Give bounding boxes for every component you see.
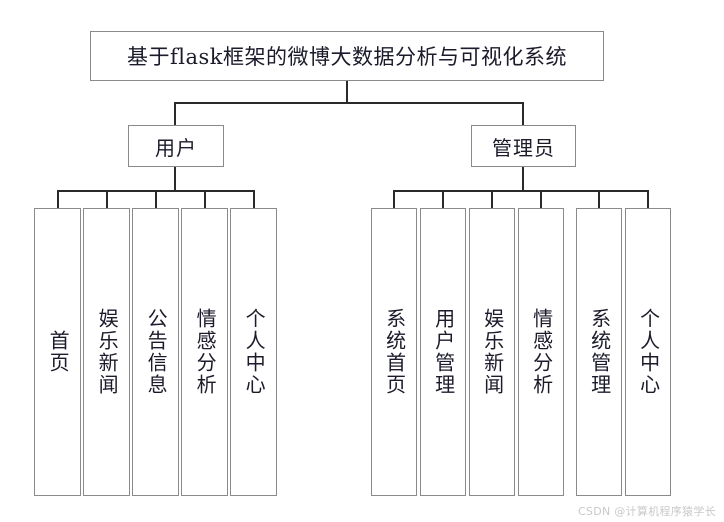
connector-admin-stem [522, 167, 524, 191]
diagram-node-role-user: 用户 [128, 125, 224, 167]
connector-drop-admin-5 [598, 190, 600, 208]
diagram-leaf-label: 娱乐新闻 [480, 308, 505, 396]
connector-admin-bar [394, 190, 649, 192]
diagram-leaf-label: 系统首页 [382, 308, 407, 396]
connector-drop-user-2 [106, 190, 108, 208]
diagram-leaf-label: 娱乐新闻 [95, 308, 120, 396]
diagram-leaf-user-entertainment-news: 娱乐新闻 [83, 208, 130, 496]
connector-drop-user-3 [155, 190, 157, 208]
connector-user-stem [174, 167, 176, 191]
diagram-leaf-user-sentiment-analysis: 情感分析 [181, 208, 228, 496]
diagram-node-title: 基于flask框架的微博大数据分析与可视化系统 [90, 31, 604, 81]
diagram-node-title-label: 基于flask框架的微博大数据分析与可视化系统 [126, 45, 567, 69]
diagram-leaf-label: 系统管理 [587, 308, 612, 396]
connector-drop-admin-4 [540, 190, 542, 208]
connector-drop-admin-6 [647, 190, 649, 208]
diagram-leaf-label: 情感分析 [193, 308, 218, 396]
connector-drop-user-1 [57, 190, 59, 208]
connector-drop-role-user [174, 102, 176, 126]
diagram-leaf-user-home: 首页 [34, 208, 81, 496]
diagram-node-role-user-label: 用户 [155, 135, 197, 160]
diagram-node-role-admin-label: 管理员 [492, 135, 555, 160]
diagram-leaf-label: 首页 [46, 330, 71, 374]
diagram-leaf-admin-user-management: 用户管理 [420, 208, 466, 496]
diagram-leaf-user-announcements: 公告信息 [132, 208, 179, 496]
diagram-leaf-label: 用户管理 [431, 308, 456, 396]
diagram-leaf-admin-system-management: 系统管理 [576, 208, 622, 496]
connector-drop-role-admin [522, 102, 524, 126]
connector-drop-user-5 [253, 190, 255, 208]
diagram-leaf-admin-personal-center: 个人中心 [625, 208, 671, 496]
diagram-leaf-label: 个人中心 [636, 308, 661, 396]
diagram-leaf-admin-sentiment-analysis: 情感分析 [518, 208, 564, 496]
connector-title-trunk [346, 81, 348, 103]
diagram-leaf-admin-system-home: 系统首页 [371, 208, 417, 496]
diagram-leaf-label: 公告信息 [144, 308, 169, 396]
connector-drop-admin-1 [393, 190, 395, 208]
connector-drop-user-4 [204, 190, 206, 208]
connector-drop-admin-2 [442, 190, 444, 208]
diagram-leaf-label: 情感分析 [529, 308, 554, 396]
connector-drop-admin-3 [491, 190, 493, 208]
diagram-leaf-label: 个人中心 [242, 308, 267, 396]
diagram-node-role-admin: 管理员 [471, 125, 576, 167]
diagram-leaf-user-personal-center: 个人中心 [230, 208, 277, 496]
diagram-leaf-admin-entertainment-news: 娱乐新闻 [469, 208, 515, 496]
connector-role-bar [175, 102, 523, 104]
watermark: CSDN @计算机程序猿学长 [577, 505, 716, 518]
